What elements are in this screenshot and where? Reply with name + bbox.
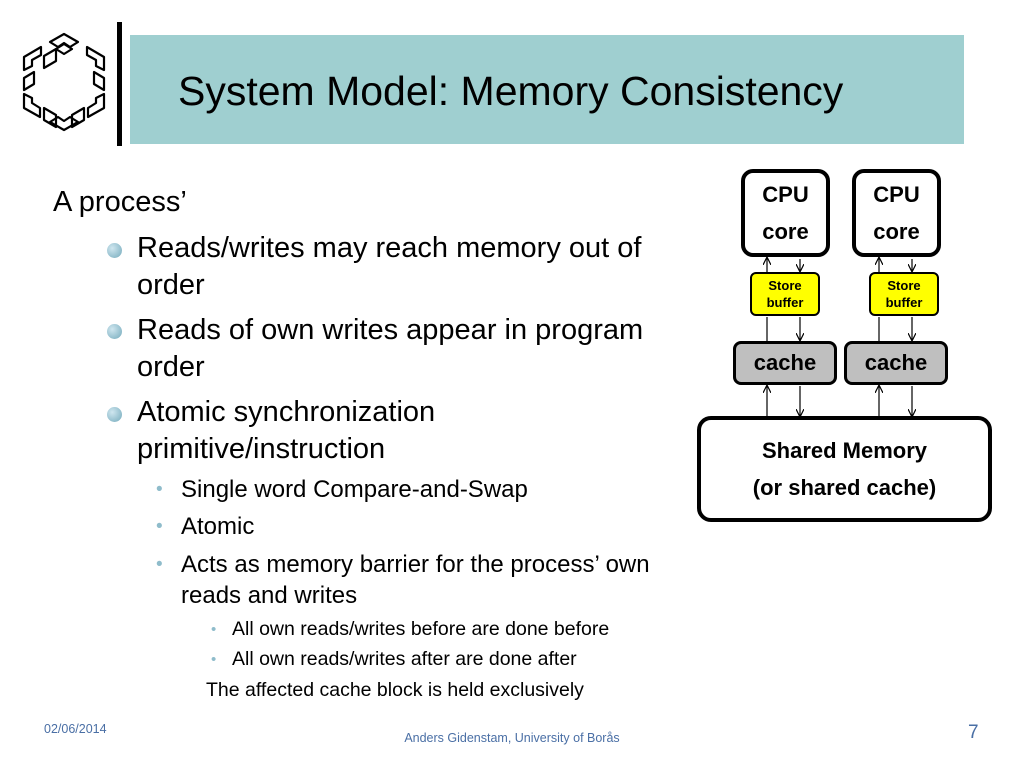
bullet-item: Atomic synchronization primitive/instruc… <box>137 396 436 465</box>
bullet-dot-icon <box>107 324 122 339</box>
cpu-label: CPU <box>762 182 809 207</box>
slide-title: System Model: Memory Consistency <box>178 68 844 114</box>
store-buffer-label: Store <box>768 278 802 293</box>
cache-box-left: cache <box>733 341 837 385</box>
title-divider <box>117 22 122 146</box>
body-heading: A process’ <box>53 186 187 218</box>
page-number: 7 <box>968 722 979 743</box>
shared-cache-label: (or shared cache) <box>752 475 937 500</box>
sub-sub-bullet-item: All own reads/writes before are done bef… <box>232 618 610 640</box>
sub-sub-bullet-dot-icon: • <box>211 651 217 668</box>
slide-body: A process’ Reads/writes may reach memory… <box>53 186 650 701</box>
core-label: core <box>873 219 920 244</box>
footer-date: 02/06/2014 <box>44 722 107 736</box>
sub-sub-bullet-dot-icon: • <box>211 621 217 638</box>
bullet-item: Reads/writes may reach memory out of ord… <box>137 232 642 301</box>
university-hexagon-logo-icon <box>22 32 106 132</box>
sub-bullet-item: Acts as memory barrier for the process’ … <box>181 551 650 609</box>
shared-memory-label: Shared Memory <box>761 438 928 463</box>
cache-label: cache <box>753 350 817 375</box>
title-band: System Model: Memory Consistency <box>130 35 964 144</box>
store-buffer-box-right: Store buffer <box>869 272 939 316</box>
store-buffer-box-left: Store buffer <box>750 272 820 316</box>
store-buffer-label: buffer <box>766 295 804 310</box>
bullet-dot-icon <box>107 243 122 258</box>
sub-bullet-item: Atomic <box>181 513 255 540</box>
bullet-dot-icon <box>107 407 122 422</box>
footer-author: Anders Gidenstam, University of Borås <box>404 731 620 745</box>
cache-box-right: cache <box>844 341 948 385</box>
trailing-note: The affected cache block is held exclusi… <box>206 679 584 701</box>
sub-sub-bullet-item: All own reads/writes after are done afte… <box>232 648 577 670</box>
cache-label: cache <box>864 350 928 375</box>
cpu-core-box-left: CPU core <box>741 169 830 257</box>
bullet-item: Reads of own writes appear in program or… <box>137 314 644 383</box>
sub-bullet-dot-icon: • <box>156 516 163 537</box>
cpu-label: CPU <box>873 182 920 207</box>
sub-bullet-item: Single word Compare-and-Swap <box>181 476 528 503</box>
sub-bullet-dot-icon: • <box>156 479 163 500</box>
sub-bullet-dot-icon: • <box>156 554 163 575</box>
core-label: core <box>762 219 809 244</box>
shared-memory-box: Shared Memory (or shared cache) <box>697 416 992 522</box>
store-buffer-label: buffer <box>885 295 923 310</box>
store-buffer-label: Store <box>887 278 921 293</box>
cpu-core-box-right: CPU core <box>852 169 941 257</box>
